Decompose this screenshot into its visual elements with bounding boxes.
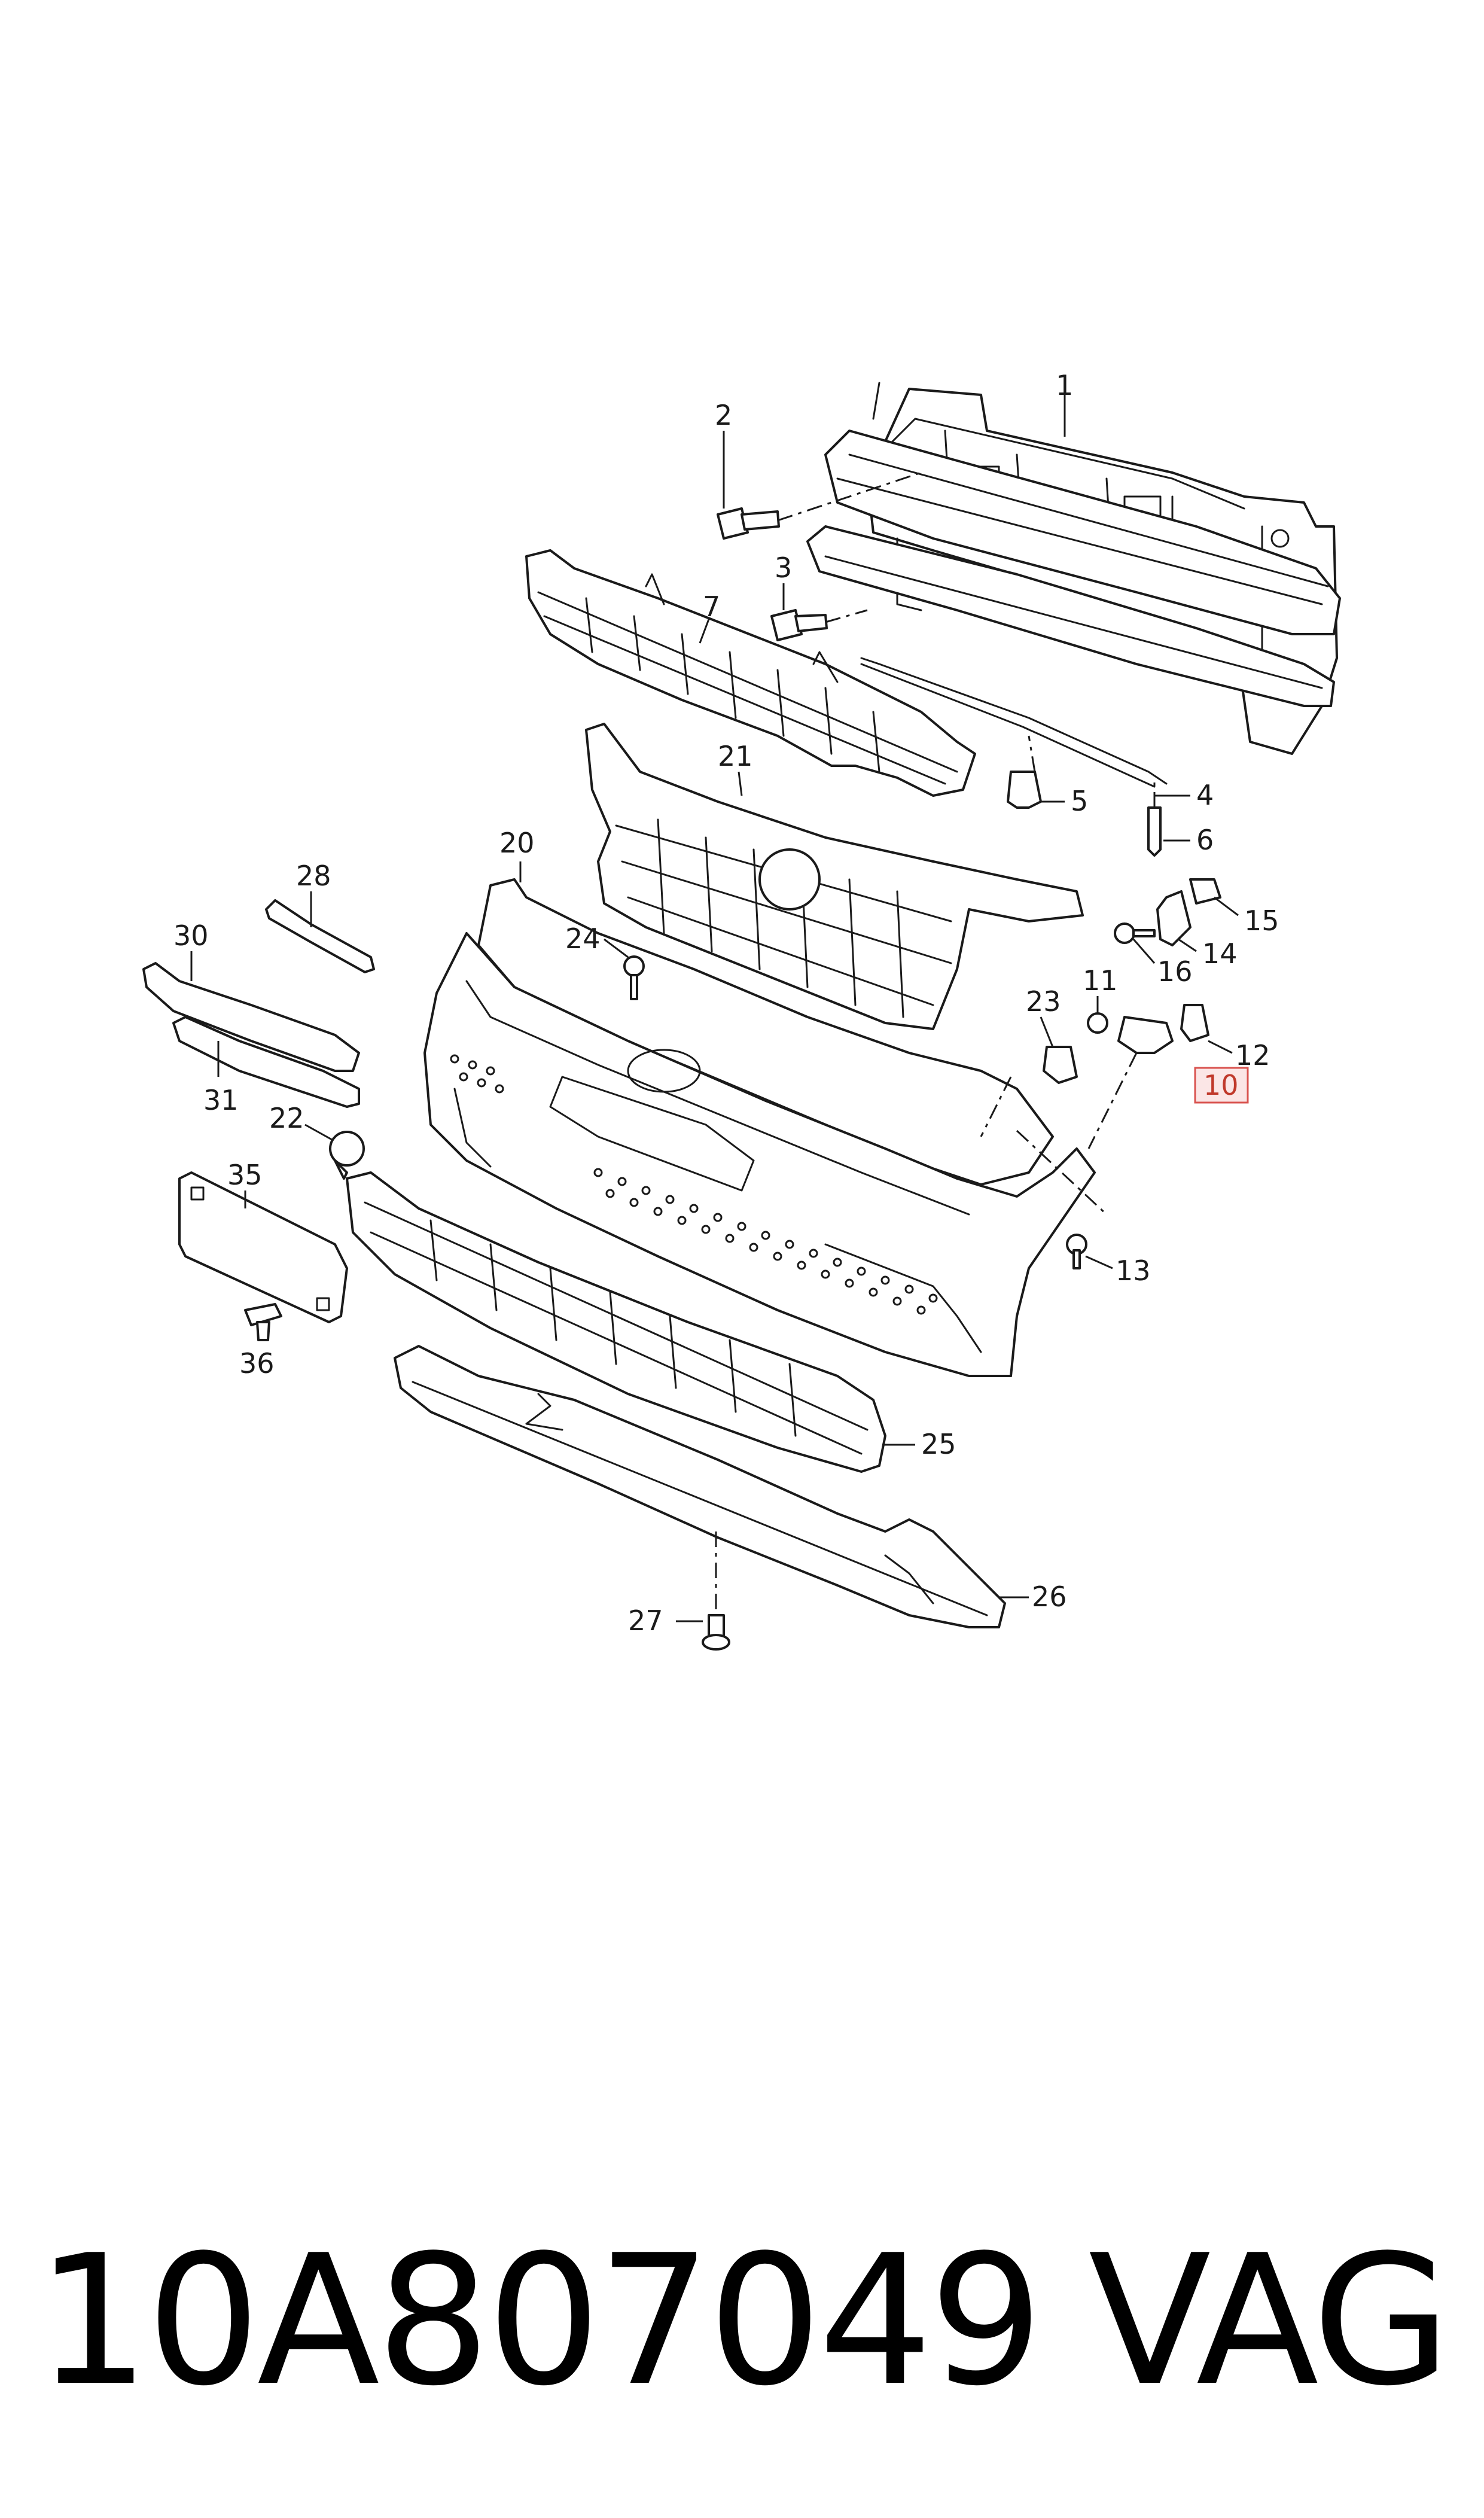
- callout-10: 10: [1203, 1069, 1239, 1101]
- callout-14: 14: [1202, 937, 1238, 970]
- part-screw-24: [623, 955, 645, 1000]
- callout-22: 22: [269, 1102, 304, 1134]
- callout-23: 23: [1026, 985, 1061, 1018]
- callout-5: 5: [1071, 785, 1088, 817]
- part-clip-15: [1189, 878, 1221, 905]
- part-bumper-cover: [423, 878, 1096, 1377]
- callout-labels: 1 2 3 4 5 6 7 10 11 12 13 14 15 16 20 21…: [173, 369, 1279, 1637]
- part-license-plate-holder: [178, 1171, 348, 1323]
- part-clip-36: [244, 1303, 282, 1341]
- part-underbody-spoiler: [394, 1345, 1006, 1628]
- callout-15: 15: [1244, 905, 1279, 937]
- callout-2: 2: [715, 399, 732, 431]
- callout-25: 25: [921, 1428, 956, 1460]
- callout-30: 30: [173, 919, 209, 952]
- callout-7: 7: [703, 590, 720, 623]
- part-lower-grille: [346, 1171, 886, 1473]
- part-bracket-14: [1156, 890, 1192, 946]
- part-bumper-beam: [824, 430, 1341, 635]
- leader-lines: [190, 395, 1239, 1622]
- callout-26: 26: [1032, 1581, 1067, 1613]
- callout-20: 20: [499, 827, 535, 859]
- part-cap-22: [329, 1131, 365, 1180]
- part-lower-crossbar: [806, 525, 1335, 707]
- part-seal-strip: [860, 657, 1168, 788]
- part-central-absorber: [585, 723, 1084, 1030]
- callout-16: 16: [1157, 955, 1193, 988]
- part-screw-6: [1147, 806, 1162, 857]
- callout-12: 12: [1235, 1039, 1270, 1071]
- part-grommet-11: [1087, 1012, 1108, 1034]
- callout-11: 11: [1083, 964, 1118, 997]
- part-upper-bracket: [525, 549, 976, 797]
- part-clip-5: [1007, 771, 1042, 809]
- callout-35: 35: [227, 1159, 263, 1191]
- callout-4: 4: [1196, 779, 1214, 811]
- callout-3: 3: [775, 552, 792, 584]
- part-trim-28: [265, 899, 375, 973]
- callout-27: 27: [628, 1604, 663, 1637]
- part-screw-16: [1114, 922, 1156, 944]
- callout-13: 13: [1116, 1255, 1151, 1287]
- exploded-parts-diagram: 1 2 3 4 5 6 7 10 11 12 13 14 15 16 20 21…: [142, 369, 1341, 1651]
- callout-21: 21: [718, 740, 753, 772]
- part-number: 10A807049: [36, 2216, 1043, 2425]
- part-bracket-10: [1117, 1016, 1174, 1054]
- callout-24: 24: [565, 922, 601, 955]
- callout-31: 31: [203, 1084, 239, 1116]
- callout-1: 1: [1056, 369, 1073, 401]
- part-bolt-2: [717, 507, 780, 540]
- part-number-footer: 10A807049 VAG: [36, 2213, 1451, 2429]
- callout-10-highlight: [1194, 1067, 1249, 1104]
- part-trim-30: [142, 962, 360, 1072]
- part-bolt-3: [770, 609, 828, 641]
- part-trim-31: [172, 1016, 360, 1108]
- part-screw-27: [702, 1614, 730, 1651]
- part-clip-23: [1043, 1046, 1078, 1084]
- brand-label: VAG: [1088, 2216, 1451, 2425]
- part-screw-13: [1066, 1234, 1087, 1269]
- callout-36: 36: [239, 1347, 275, 1380]
- callout-28: 28: [296, 860, 331, 892]
- callout-6: 6: [1196, 824, 1214, 856]
- part-clip-12: [1180, 1004, 1209, 1042]
